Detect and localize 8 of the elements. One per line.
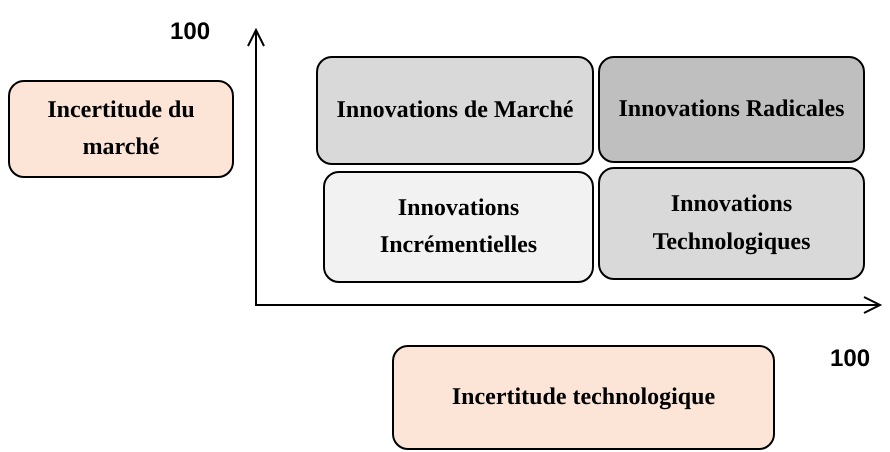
- category-box: Innovations Incrémentielles: [323, 171, 594, 283]
- category-box: Innovations Radicales: [598, 56, 865, 163]
- category-box: Innovations de Marché: [316, 56, 594, 165]
- axis-max-label: 100: [830, 347, 870, 371]
- category-box: Incertitude du marché: [8, 80, 234, 178]
- category-box: Innovations Technologiques: [598, 167, 865, 280]
- category-box: Incertitude technologique: [392, 345, 775, 450]
- axis-max-label: 100: [170, 20, 210, 44]
